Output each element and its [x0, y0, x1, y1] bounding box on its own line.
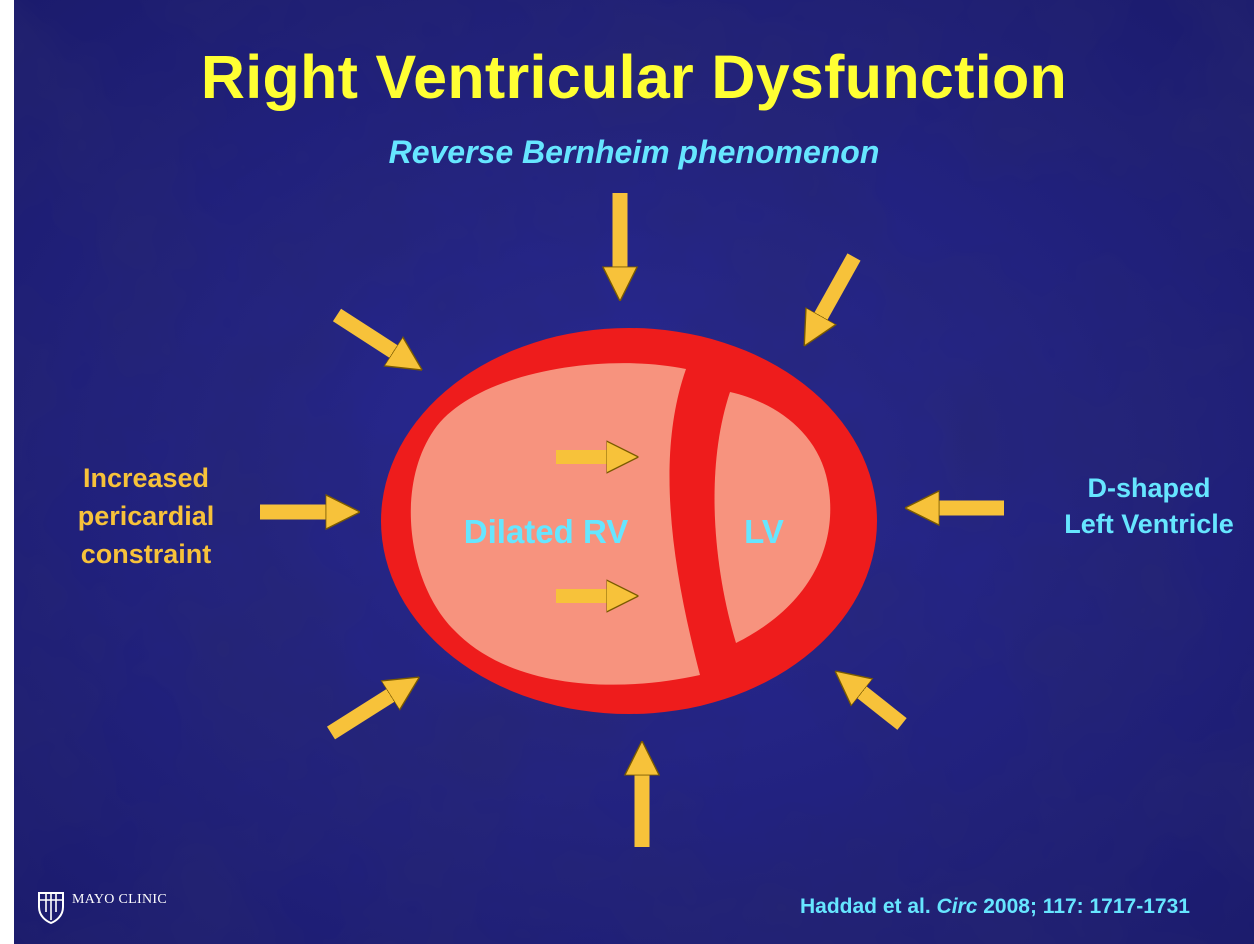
- arrow-bottom-left-icon: [331, 690, 399, 733]
- logo-text: MAYO CLINIC: [72, 892, 167, 908]
- slide: Right Ventricular Dysfunction Reverse Be…: [14, 0, 1254, 944]
- arrow-bottom-right-icon: [854, 686, 902, 724]
- arrow-top-left-icon: [337, 315, 402, 357]
- lv-label: LV: [744, 513, 784, 550]
- arrow-top-right-icon: [816, 257, 854, 325]
- heart-diagram: Dilated RV LV: [14, 0, 1254, 944]
- mayo-shield-icon: [36, 890, 66, 924]
- mayo-clinic-logo: MAYO CLINIC: [36, 890, 206, 930]
- citation-details: 2008; 117: 1717-1731: [983, 895, 1190, 918]
- citation-journal: Circ: [937, 895, 978, 918]
- citation-authors: Haddad et al.: [800, 895, 931, 918]
- citation: Haddad et al. Circ 2008; 117: 1717-1731: [800, 895, 1190, 919]
- rv-label: Dilated RV: [464, 513, 628, 550]
